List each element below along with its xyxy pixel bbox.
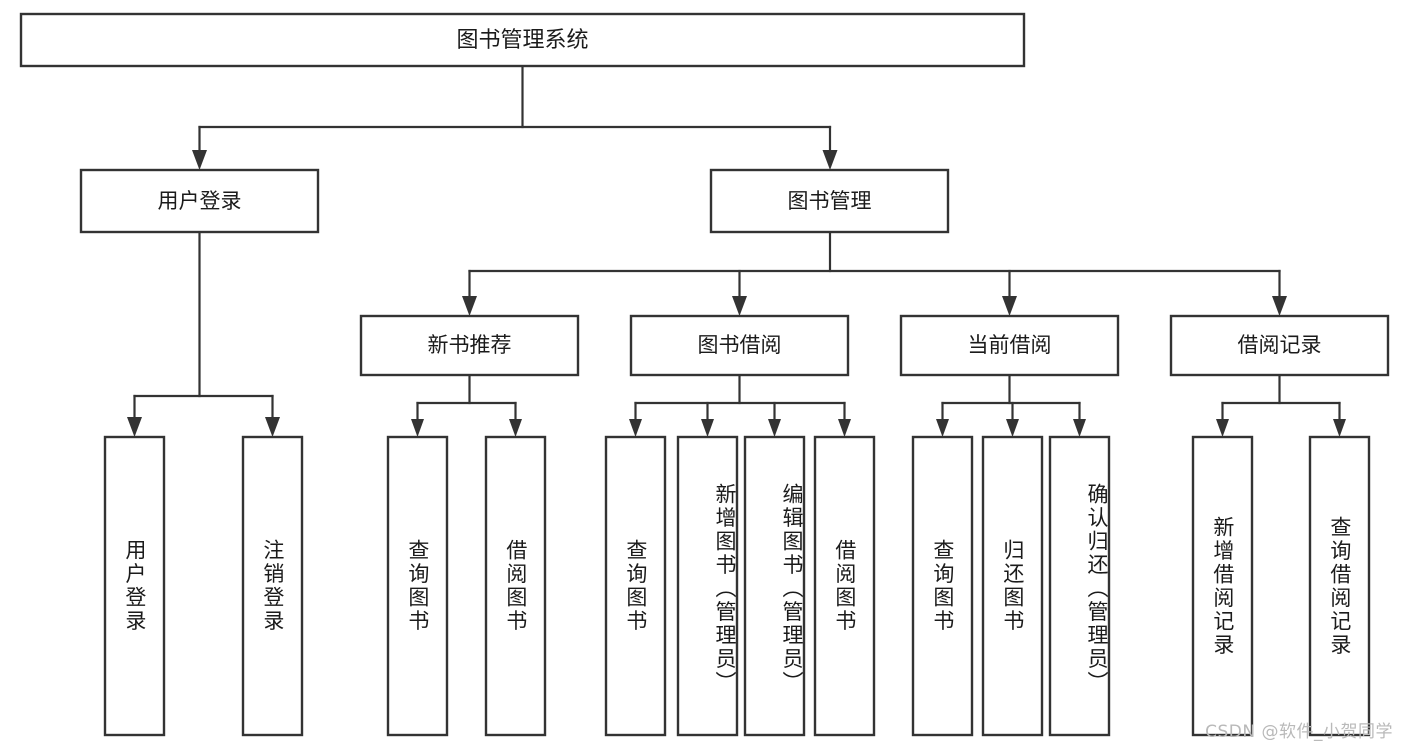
node-user-login-label: 用户登录 xyxy=(158,189,242,213)
arrowhead-leaf-borrow-book-recommend xyxy=(509,419,522,437)
node-book-borrow[interactable]: 图书借阅 xyxy=(629,314,850,377)
node-leaf-confirm-return-box[interactable] xyxy=(1048,435,1111,737)
node-root[interactable]: 图书管理系统 xyxy=(19,12,1026,68)
node-user-login[interactable]: 用户登录 xyxy=(79,168,320,234)
node-current-borrow[interactable]: 当前借阅 xyxy=(899,314,1120,377)
node-leaf-borrow-book-recommend-box[interactable] xyxy=(484,435,547,737)
node-book-borrow-box[interactable] xyxy=(629,314,850,377)
node-leaf-query-book-borrow-box[interactable] xyxy=(604,435,667,737)
node-root-label: 图书管理系统 xyxy=(456,28,588,53)
arrowhead-leaf-add-borrow-record xyxy=(1216,419,1229,437)
arrowhead-leaf-add-book xyxy=(701,419,714,437)
node-current-borrow-box[interactable] xyxy=(899,314,1120,377)
node-leaf-add-book-box[interactable] xyxy=(676,435,739,737)
arrowhead-leaf-query-book-recommend xyxy=(411,419,424,437)
arrowhead-leaf-confirm-return xyxy=(1073,419,1086,437)
node-new-book-recommend[interactable]: 新书推荐 xyxy=(359,314,580,377)
arrowhead-leaf-query-book-borrow xyxy=(629,419,642,437)
node-layer: 图书管理系统 用户登录 图书管理 新书推荐 图书借阅 xyxy=(19,12,1390,737)
node-borrow-record[interactable]: 借阅记录 xyxy=(1169,314,1390,377)
arrowhead-leaf-query-book-current xyxy=(936,419,949,437)
arrowhead-borrow-record xyxy=(1272,296,1287,316)
node-root-box[interactable] xyxy=(19,12,1026,68)
node-user-login-box[interactable] xyxy=(79,168,320,234)
node-book-management-label: 图书管理 xyxy=(788,189,872,213)
arrowhead-leaf-borrow-book xyxy=(838,419,851,437)
watermark-text: CSDN @软件_小贺同学 xyxy=(1205,722,1393,742)
node-leaf-edit-book-box[interactable] xyxy=(743,435,806,737)
arrowhead-leaf-return-book xyxy=(1006,419,1019,437)
arrowhead-user-login xyxy=(192,150,207,170)
node-leaf-borrow-book-box[interactable] xyxy=(813,435,876,737)
node-leaf-user-login-box[interactable] xyxy=(103,435,166,737)
arrowhead-book-management xyxy=(822,150,838,170)
arrowhead-current-borrow xyxy=(1002,296,1017,316)
connector-layer xyxy=(127,64,1346,437)
node-book-management[interactable]: 图书管理 xyxy=(709,168,950,234)
node-leaf-query-book-recommend-box[interactable] xyxy=(386,435,449,737)
node-leaf-add-borrow-record-box[interactable] xyxy=(1191,435,1254,737)
node-leaf-query-borrow-record-box[interactable] xyxy=(1308,435,1371,737)
arrowhead-leaf-user-logout xyxy=(265,417,280,437)
node-current-borrow-label: 当前借阅 xyxy=(968,333,1052,357)
node-borrow-record-label: 借阅记录 xyxy=(1238,333,1322,357)
node-new-book-recommend-box[interactable] xyxy=(359,314,580,377)
arrowhead-leaf-query-borrow-record xyxy=(1333,419,1346,437)
node-borrow-record-box[interactable] xyxy=(1169,314,1390,377)
node-leaf-return-book-box[interactable] xyxy=(981,435,1044,737)
arrowhead-new-book-recommend xyxy=(462,296,477,316)
arrowhead-leaf-edit-book xyxy=(768,419,781,437)
node-leaf-user-logout-box[interactable] xyxy=(241,435,304,737)
node-new-book-recommend-label: 新书推荐 xyxy=(428,333,512,357)
node-leaf-query-book-current-box[interactable] xyxy=(911,435,974,737)
node-book-borrow-label: 图书借阅 xyxy=(698,333,782,357)
node-book-management-box[interactable] xyxy=(709,168,950,234)
arrowhead-book-borrow xyxy=(732,296,747,316)
arrowhead-leaf-user-login xyxy=(127,417,142,437)
